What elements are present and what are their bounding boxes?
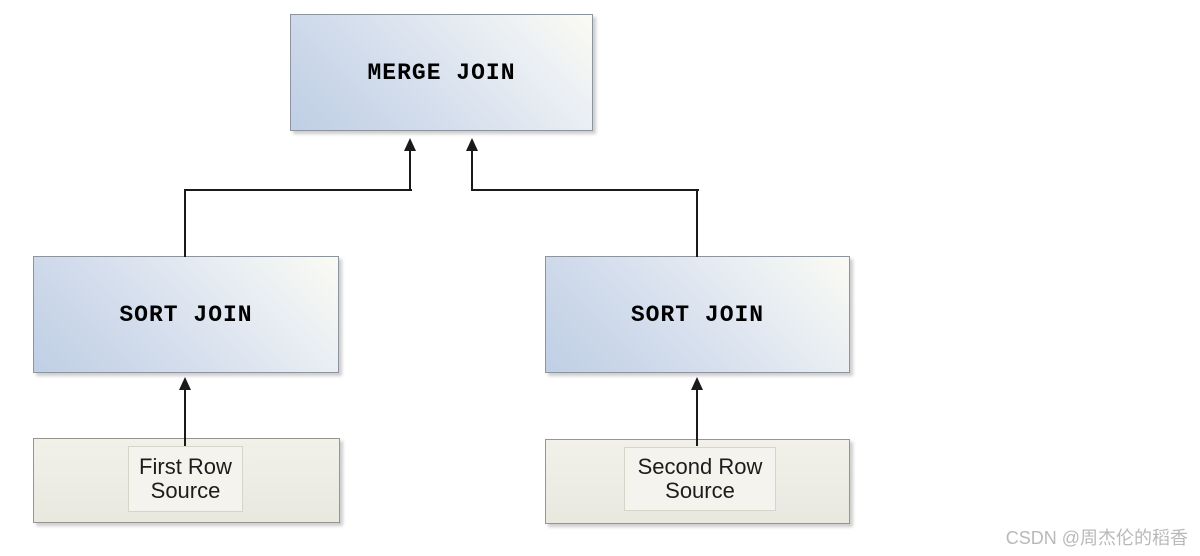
first-row-source-label-line1: First Row <box>139 454 232 480</box>
arrowhead-into-left-sort-join-icon <box>179 377 191 390</box>
node-sort-join-left: SORT JOIN <box>33 256 339 373</box>
edge-secondsource-to-sortright-vertical <box>696 388 698 446</box>
node-first-row-source: First Row Source <box>33 438 340 523</box>
first-row-source-label-line2: Source <box>150 478 221 503</box>
sort-join-right-label: SORT JOIN <box>630 301 765 328</box>
first-row-source-label-box: First Row Source <box>128 446 243 512</box>
merge-join-label: MERGE JOIN <box>367 59 516 86</box>
edge-sortleft-to-merge-horizontal <box>184 189 412 191</box>
node-sort-join-right: SORT JOIN <box>545 256 850 373</box>
second-row-source-label-line1: Second Row <box>637 454 763 480</box>
edge-sortleft-to-merge-vertical-upper <box>409 150 411 191</box>
arrowhead-right-into-merge-join-icon <box>466 138 478 151</box>
second-row-source-label-line2: Source <box>665 478 735 503</box>
edge-sortright-to-merge-vertical-lower <box>696 190 698 257</box>
arrowhead-into-right-sort-join-icon <box>691 377 703 390</box>
node-second-row-source: Second Row Source <box>545 439 850 524</box>
edge-sortleft-to-merge-vertical-lower <box>184 190 186 257</box>
edge-sortright-to-merge-vertical-upper <box>471 150 473 191</box>
edge-firstsource-to-sortleft-vertical <box>184 388 186 446</box>
arrowhead-left-into-merge-join-icon <box>404 138 416 151</box>
second-row-source-label-box: Second Row Source <box>624 447 776 511</box>
node-merge-join: MERGE JOIN <box>290 14 593 131</box>
sort-join-left-label: SORT JOIN <box>119 301 253 328</box>
edge-sortright-to-merge-horizontal <box>471 189 699 191</box>
watermark-text: CSDN @周杰伦的稻香 <box>1005 528 1188 548</box>
